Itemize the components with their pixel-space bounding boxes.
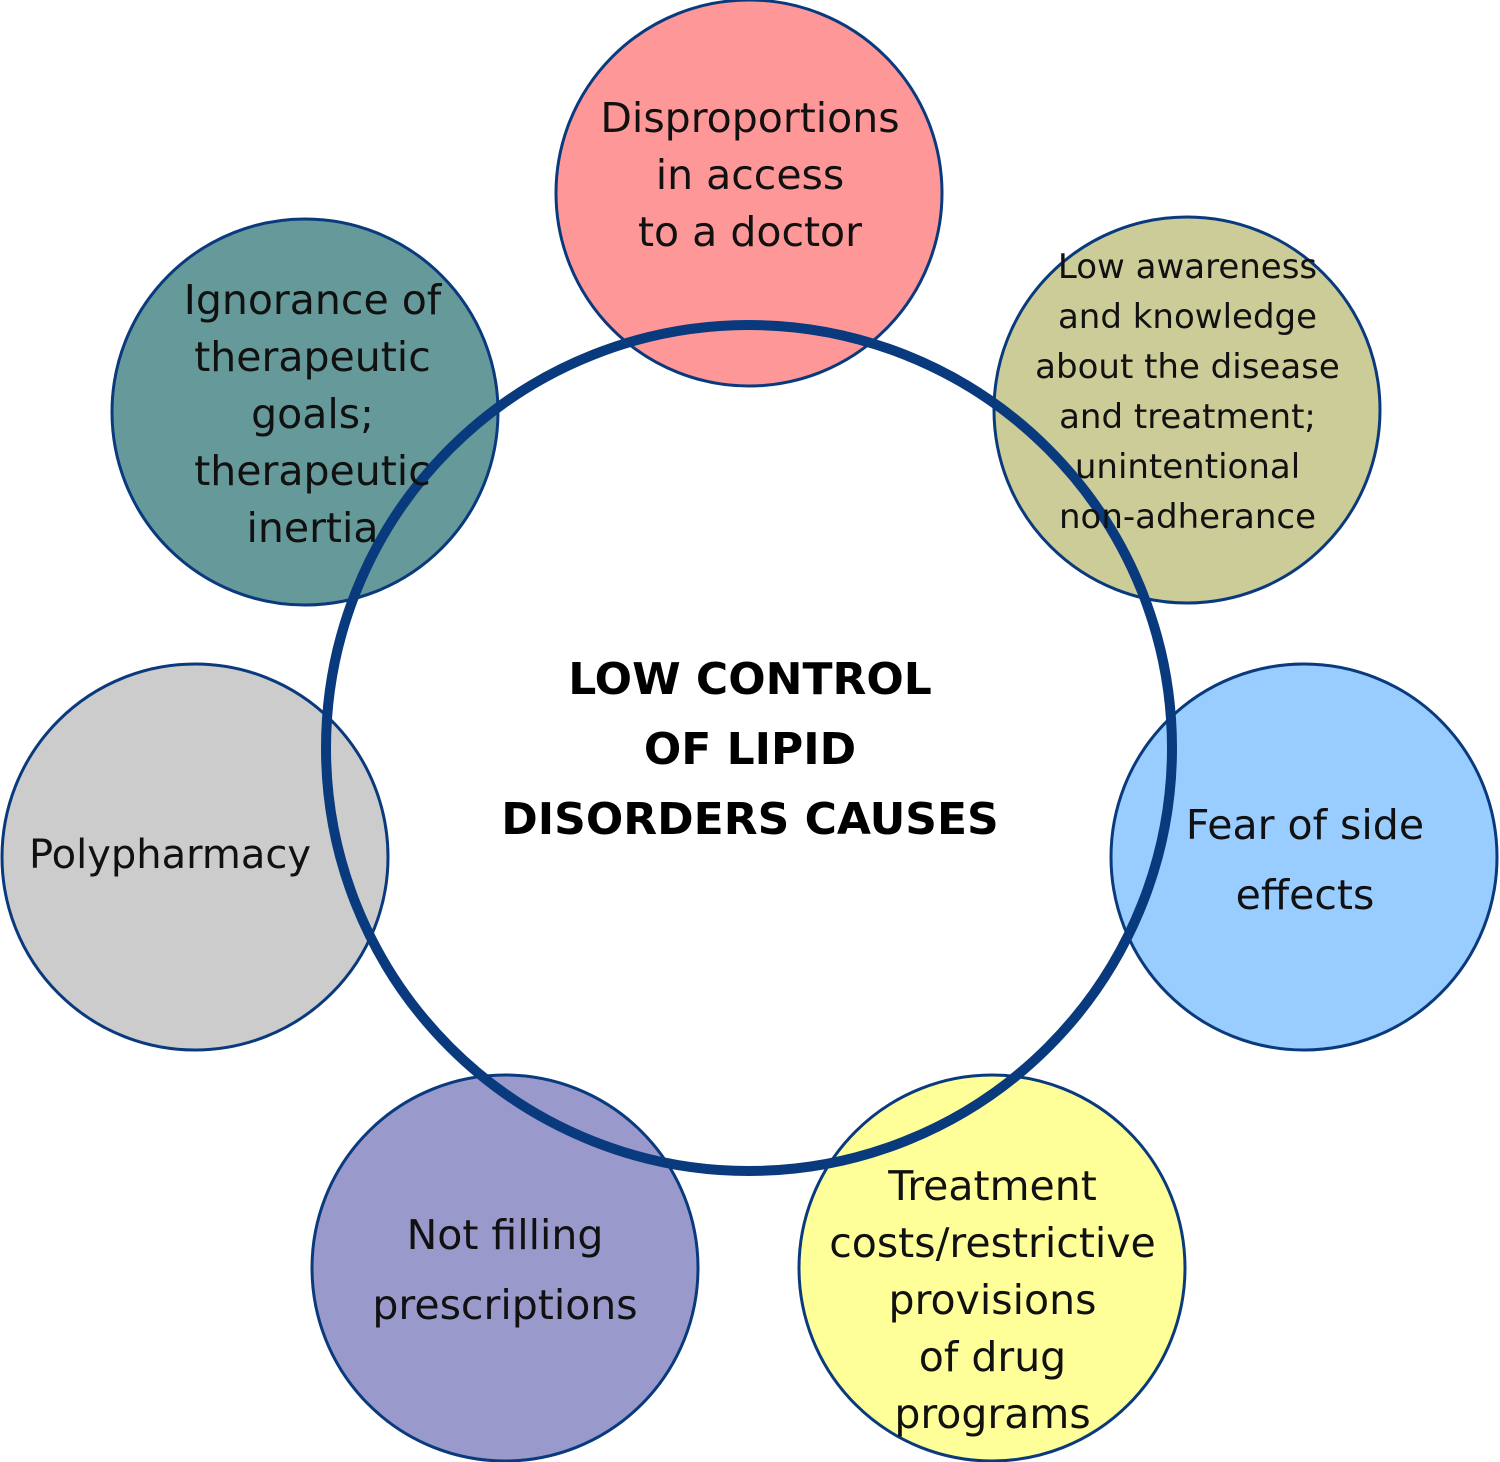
center-ring <box>321 320 1177 1176</box>
node-circle-access <box>554 0 944 388</box>
node-circle-prescriptions <box>310 1073 700 1462</box>
node-circle-polypharmacy <box>0 662 390 1052</box>
node-circle-side-effects <box>1109 662 1499 1052</box>
node-circle-awareness <box>992 215 1382 605</box>
node-circle-costs <box>797 1073 1187 1462</box>
node-circle-goals <box>110 217 500 607</box>
